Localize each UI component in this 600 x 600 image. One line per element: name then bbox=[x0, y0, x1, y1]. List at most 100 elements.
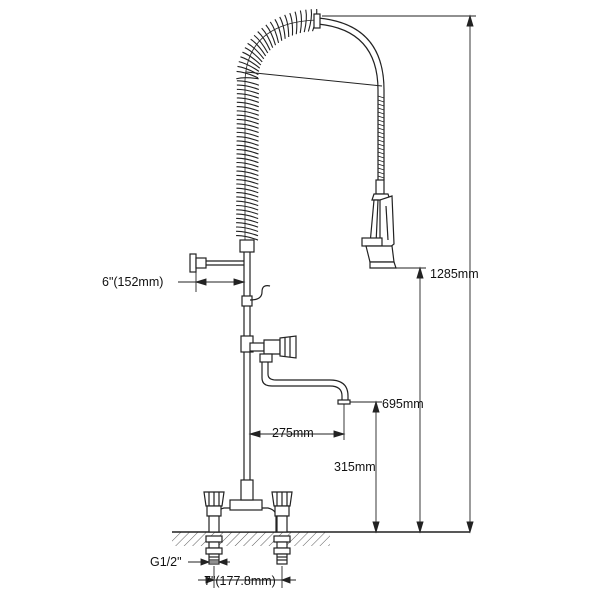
spring-coil bbox=[236, 213, 259, 220]
faucet-height-label: 315mm bbox=[334, 460, 376, 474]
spring-coil bbox=[236, 123, 259, 129]
hose-rib bbox=[377, 159, 385, 163]
spring-coil bbox=[269, 21, 280, 43]
spring-coil bbox=[303, 9, 307, 33]
spring-coil bbox=[236, 217, 259, 224]
spring-coil bbox=[236, 204, 259, 211]
dimension-lines bbox=[178, 14, 476, 588]
spring-coil bbox=[236, 84, 260, 91]
spring-coil bbox=[236, 131, 259, 138]
hose-rib bbox=[377, 103, 385, 107]
hose-rib bbox=[377, 147, 385, 151]
hose-rib bbox=[377, 163, 385, 167]
spout-height-label: 695mm bbox=[382, 397, 424, 411]
spring-coil bbox=[236, 166, 259, 172]
spring-coil bbox=[274, 19, 283, 41]
spring-coil bbox=[236, 127, 259, 134]
riser-pipe bbox=[239, 239, 255, 501]
hose-ribs bbox=[377, 95, 385, 179]
spring-coil bbox=[236, 118, 259, 125]
hose-rib bbox=[377, 135, 385, 139]
spring-coil bbox=[236, 174, 259, 181]
wall-bracket bbox=[189, 253, 244, 273]
spring-coil bbox=[236, 200, 259, 207]
hose-rib bbox=[377, 99, 385, 103]
hose-rib bbox=[377, 127, 385, 131]
spring-coil bbox=[236, 161, 259, 168]
spring-coil bbox=[244, 47, 263, 63]
total-height-label: 1285mm bbox=[430, 267, 479, 281]
spray-head bbox=[361, 179, 397, 269]
spring-coil bbox=[236, 144, 259, 151]
spring-coil bbox=[253, 34, 269, 54]
spring-coil bbox=[236, 114, 259, 121]
spring-coil bbox=[265, 24, 277, 46]
spring-coil bbox=[242, 51, 262, 66]
hose-rib bbox=[377, 143, 385, 147]
spring-coil bbox=[236, 77, 259, 80]
spring-coil bbox=[240, 56, 261, 69]
spring-coil bbox=[261, 27, 274, 48]
hose-rib bbox=[377, 139, 385, 143]
spring-coil bbox=[236, 110, 259, 116]
spring-coil bbox=[236, 230, 259, 237]
spring-coil bbox=[236, 153, 259, 159]
spring-coil bbox=[289, 12, 294, 36]
spring-coil bbox=[236, 97, 259, 103]
spring-coil bbox=[236, 80, 260, 86]
spring-coil bbox=[236, 226, 259, 232]
add-on-faucet bbox=[249, 335, 351, 405]
spring-coil bbox=[236, 179, 259, 185]
hose-rib bbox=[377, 131, 385, 135]
spring-coil bbox=[236, 88, 260, 95]
spring-coil bbox=[236, 157, 259, 164]
spring-coil bbox=[236, 183, 259, 189]
coiled-spring bbox=[236, 8, 319, 241]
spring-coil bbox=[257, 31, 271, 51]
wall-bracket-offset-label: 6"(152mm) bbox=[102, 275, 164, 289]
spring-coil bbox=[236, 106, 259, 112]
spring-tie bbox=[245, 71, 383, 87]
spring-coil bbox=[236, 209, 259, 215]
hose-rib bbox=[377, 119, 385, 123]
spring-coil bbox=[294, 11, 298, 35]
flexible-hose bbox=[313, 13, 385, 180]
base-body bbox=[215, 499, 277, 533]
faucet-reach-label: 275mm bbox=[272, 426, 314, 440]
inlet-spacing-label: 7"(177.8mm) bbox=[204, 574, 276, 588]
hose-rib bbox=[377, 151, 385, 155]
spring-coil bbox=[247, 42, 265, 60]
spring-coil bbox=[236, 222, 259, 228]
spring-coil bbox=[236, 93, 260, 99]
hose-rib bbox=[377, 171, 385, 175]
spring-coil bbox=[238, 61, 260, 72]
spring-coil bbox=[236, 187, 259, 194]
spring-coil bbox=[236, 136, 259, 142]
hose-rib bbox=[377, 107, 385, 111]
thread-size-label: G1/2" bbox=[150, 555, 182, 569]
spring-core bbox=[244, 19, 319, 240]
spring-coil bbox=[250, 38, 267, 57]
spring-coil bbox=[236, 101, 259, 108]
right-valve-handle bbox=[271, 491, 293, 533]
spring-coil bbox=[284, 14, 290, 38]
hose-rib bbox=[377, 167, 385, 171]
hose-rib bbox=[377, 155, 385, 159]
spring-coil bbox=[236, 192, 259, 198]
spring-coil bbox=[236, 196, 259, 202]
hose-rib bbox=[377, 95, 385, 99]
spring-coil bbox=[236, 235, 259, 241]
spring-coil bbox=[236, 170, 259, 177]
left-valve-handle bbox=[203, 491, 225, 533]
spring-coil bbox=[279, 16, 286, 39]
spring-coil bbox=[236, 70, 259, 79]
spring-coil bbox=[236, 149, 259, 155]
inlet-shanks bbox=[205, 535, 291, 565]
spring-coil bbox=[299, 10, 303, 34]
hose-rib bbox=[377, 115, 385, 119]
hose-rib bbox=[377, 175, 385, 179]
spring-coil bbox=[236, 140, 259, 146]
hose-hook bbox=[249, 285, 271, 301]
hose-rib bbox=[377, 111, 385, 115]
